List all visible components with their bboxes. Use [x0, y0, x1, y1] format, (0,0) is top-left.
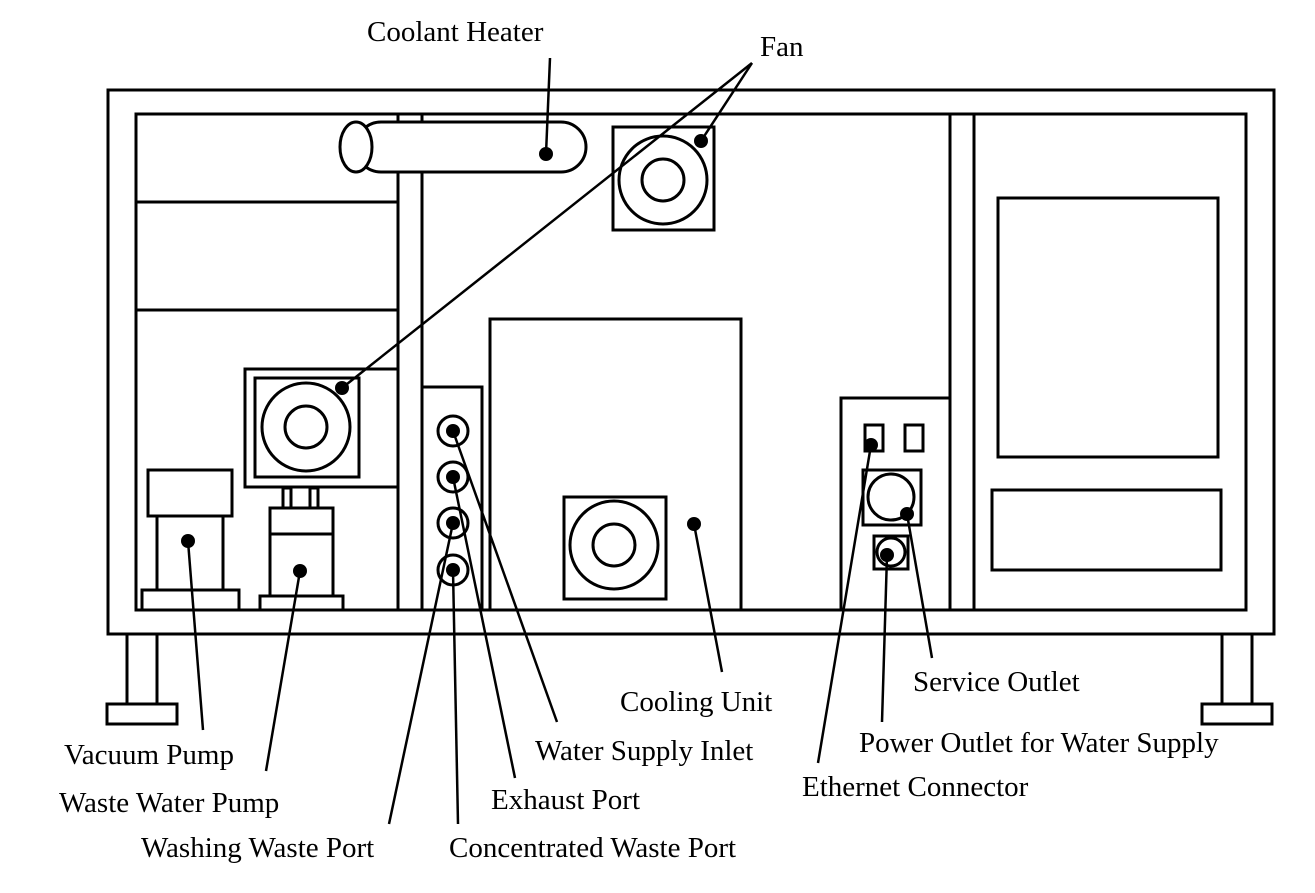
- dot-ethernet: [864, 438, 878, 452]
- dot-cooling-unit: [687, 517, 701, 531]
- leader-power-outlet: [880, 554, 889, 723]
- dot-washing-waste: [446, 516, 460, 530]
- cooling-unit-body: [488, 317, 743, 612]
- label-ethernet-connector: Ethernet Connector: [802, 771, 1029, 803]
- label-washing-waste-port: Washing Waste Port: [141, 832, 374, 864]
- leader-service-outlet: [905, 513, 934, 659]
- waste-water-pump-body: [258, 486, 345, 612]
- leader-dots: [181, 134, 914, 578]
- dot-concentrated-waste: [446, 563, 460, 577]
- label-exhaust-port: Exhaust Port: [491, 784, 640, 816]
- leader-coolant-heater: [544, 57, 552, 155]
- label-service-outlet: Service Outlet: [913, 666, 1080, 698]
- label-concentrated-waste-port: Concentrated Waste Port: [449, 832, 736, 864]
- leader-lines: [186, 57, 934, 825]
- leader-vacuum-pump: [186, 540, 205, 731]
- dot-waste-water-pump: [293, 564, 307, 578]
- dot-power-outlet: [880, 548, 894, 562]
- label-coolant-heater: Coolant Heater: [367, 16, 544, 48]
- cabinet-dividers: [396, 112, 976, 612]
- dot-fan-left: [335, 381, 349, 395]
- label-fan: Fan: [760, 31, 804, 63]
- port-panel: [420, 385, 484, 612]
- dot-service-outlet: [900, 507, 914, 521]
- labels: Coolant Heater Fan Cooling Unit Service …: [59, 16, 1219, 864]
- coolant-heater-cylinder: [338, 120, 588, 174]
- right-leg: [1200, 632, 1274, 726]
- label-water-supply-inlet: Water Supply Inlet: [535, 735, 753, 767]
- label-power-outlet: Power Outlet for Water Supply: [859, 727, 1219, 759]
- leader-waste-water-pump: [264, 570, 302, 772]
- leader-fan-top: [699, 62, 754, 142]
- leader-water-supply-inlet: [451, 430, 559, 723]
- leader-exhaust: [451, 476, 517, 779]
- dot-water-supply-inlet: [446, 424, 460, 438]
- dot-exhaust: [446, 470, 460, 484]
- left-fan: [243, 367, 400, 489]
- leader-ethernet: [816, 444, 873, 764]
- dot-vacuum-pump: [181, 534, 195, 548]
- right-panels: [990, 196, 1223, 572]
- leader-concentrated-waste: [451, 569, 460, 825]
- left-panels: [136, 200, 398, 312]
- leader-fan-left: [341, 62, 753, 389]
- left-leg: [105, 632, 179, 726]
- label-waste-water-pump: Waste Water Pump: [59, 787, 279, 819]
- electrical-panel: [839, 396, 952, 612]
- dot-coolant-heater: [539, 147, 553, 161]
- dot-fan-top: [694, 134, 708, 148]
- label-cooling-unit: Cooling Unit: [620, 686, 772, 718]
- leader-washing-waste: [387, 522, 455, 825]
- leader-cooling-unit: [692, 523, 724, 673]
- label-vacuum-pump: Vacuum Pump: [64, 739, 234, 771]
